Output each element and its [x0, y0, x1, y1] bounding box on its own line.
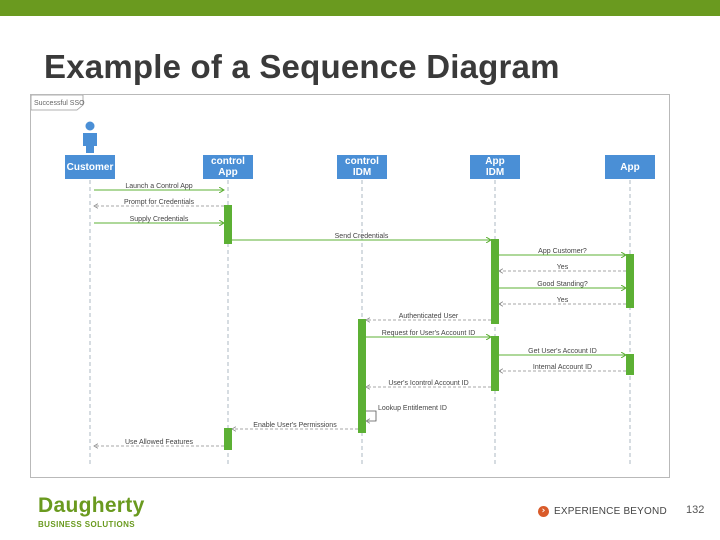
message-label-12: User's Icontrol Account ID — [388, 380, 468, 387]
company-logo-name: Daugherty — [38, 494, 145, 517]
frame-tag-box — [31, 95, 84, 111]
page-number: 132 — [686, 504, 705, 516]
message-label-15: Use Allowed Features — [125, 439, 194, 446]
message-label-4: App Customer? — [538, 248, 587, 255]
message-arrow-13 — [366, 410, 377, 421]
participant-box-app_idm — [470, 155, 520, 179]
message-label-10: Get User's Account ID — [528, 348, 597, 355]
activation-bar-control_idm-3 — [358, 319, 366, 433]
message-label-14: Enable User's Permissions — [253, 422, 337, 429]
participant-label-control_app-line1: control — [211, 156, 245, 167]
sequence-diagram-canvas: Successful SSOCustomercontrolAppcontrolI… — [31, 95, 655, 467]
participant-box-control_idm — [337, 155, 387, 179]
tagline-text: EXPERIENCE BEYOND — [554, 505, 667, 517]
message-label-6: Good Standing? — [537, 281, 588, 288]
activation-bar-control_app-0 — [224, 205, 232, 244]
message-label-11: Internal Account ID — [533, 364, 592, 371]
message-label-7: Yes — [557, 297, 569, 304]
tagline: › EXPERIENCE BEYOND — [538, 504, 667, 518]
message-label-0: Launch a Control App — [125, 183, 192, 190]
participant-label-app: App — [620, 162, 639, 173]
participant-box-customer — [65, 155, 115, 179]
message-label-1: Prompt for Credentials — [124, 199, 195, 206]
participant-label-control_app-line2: App — [218, 167, 237, 178]
person-icon-body — [83, 133, 97, 153]
frame-label: Successful SSO — [34, 100, 85, 107]
activation-bar-app_idm-4 — [491, 336, 499, 391]
message-label-8: Authenticated User — [399, 313, 459, 320]
participant-box-control_app — [203, 155, 253, 179]
company-logo-subtitle: BUSINESS SOLUTIONS — [38, 520, 135, 529]
arrow-circle-icon: › — [538, 505, 549, 517]
top-accent-bar — [0, 0, 720, 16]
activation-bar-app-5 — [626, 354, 634, 375]
message-label-5: Yes — [557, 264, 569, 271]
message-label-9: Request for User's Account ID — [382, 330, 476, 337]
person-icon-head — [85, 121, 95, 131]
message-label-3: Send Credentials — [335, 233, 389, 240]
participant-label-control_idm-line1: control — [345, 156, 379, 167]
activation-bar-control_app-6 — [224, 428, 232, 450]
message-label-2: Supply Credentials — [130, 216, 189, 223]
participant-label-app_idm-line2: IDM — [486, 167, 504, 178]
message-label-13: Lookup Entitlement ID — [378, 405, 447, 412]
participant-label-control_idm-line2: IDM — [353, 167, 371, 178]
activation-bar-app-2 — [626, 254, 634, 308]
participant-label-customer: Customer — [67, 162, 114, 173]
participant-label-app_idm-line1: App — [485, 156, 504, 167]
participant-box-app — [605, 155, 655, 179]
activation-bar-app_idm-1 — [491, 239, 499, 324]
slide-title: Example of a Sequence Diagram — [44, 48, 560, 85]
